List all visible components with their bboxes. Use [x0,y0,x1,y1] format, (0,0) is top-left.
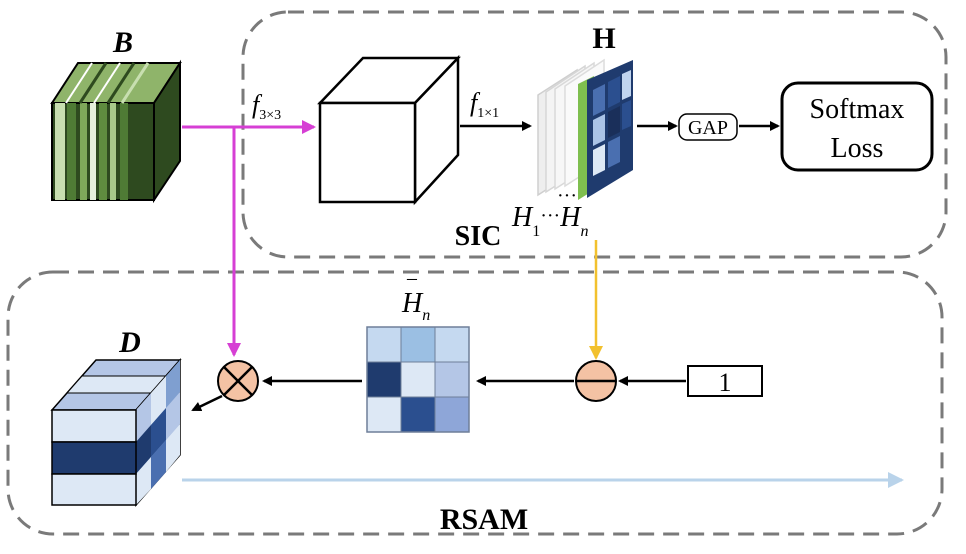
subtract-operator [575,360,617,402]
one-label: 1 [719,368,732,397]
loss-label: Loss [831,133,884,164]
h1-hn-label: H1···Hn [511,202,588,240]
sic-label: SIC [455,221,502,252]
b-feature-cube [50,59,182,204]
d-feature-cube [50,358,182,507]
h-feature-stack [537,58,633,200]
d-label: D [118,326,141,359]
multiply-to-d-arrow [191,394,223,412]
rsam-module-border [6,270,944,536]
h-stack-ellipsis: ··· [557,185,577,207]
gap-label: GAP [688,117,728,139]
f3x3-label: f3×3 [252,90,281,123]
sic-module-border [241,10,948,259]
hbar-matrix [366,326,470,433]
hbar-label: Hn [401,288,430,324]
gap-box [678,113,738,141]
f1x1-label: f1×1 [470,88,499,121]
hbar-label-bar: ‾ [407,277,418,306]
softmax-loss-box [780,81,934,172]
rsam-label: RSAM [440,503,528,536]
softmax-label: Softmax [810,94,905,125]
b-label: B [112,26,133,59]
multiply-operator [217,360,259,402]
one-box [687,365,763,397]
h-label: H [592,22,615,55]
conv-cube [317,54,461,206]
